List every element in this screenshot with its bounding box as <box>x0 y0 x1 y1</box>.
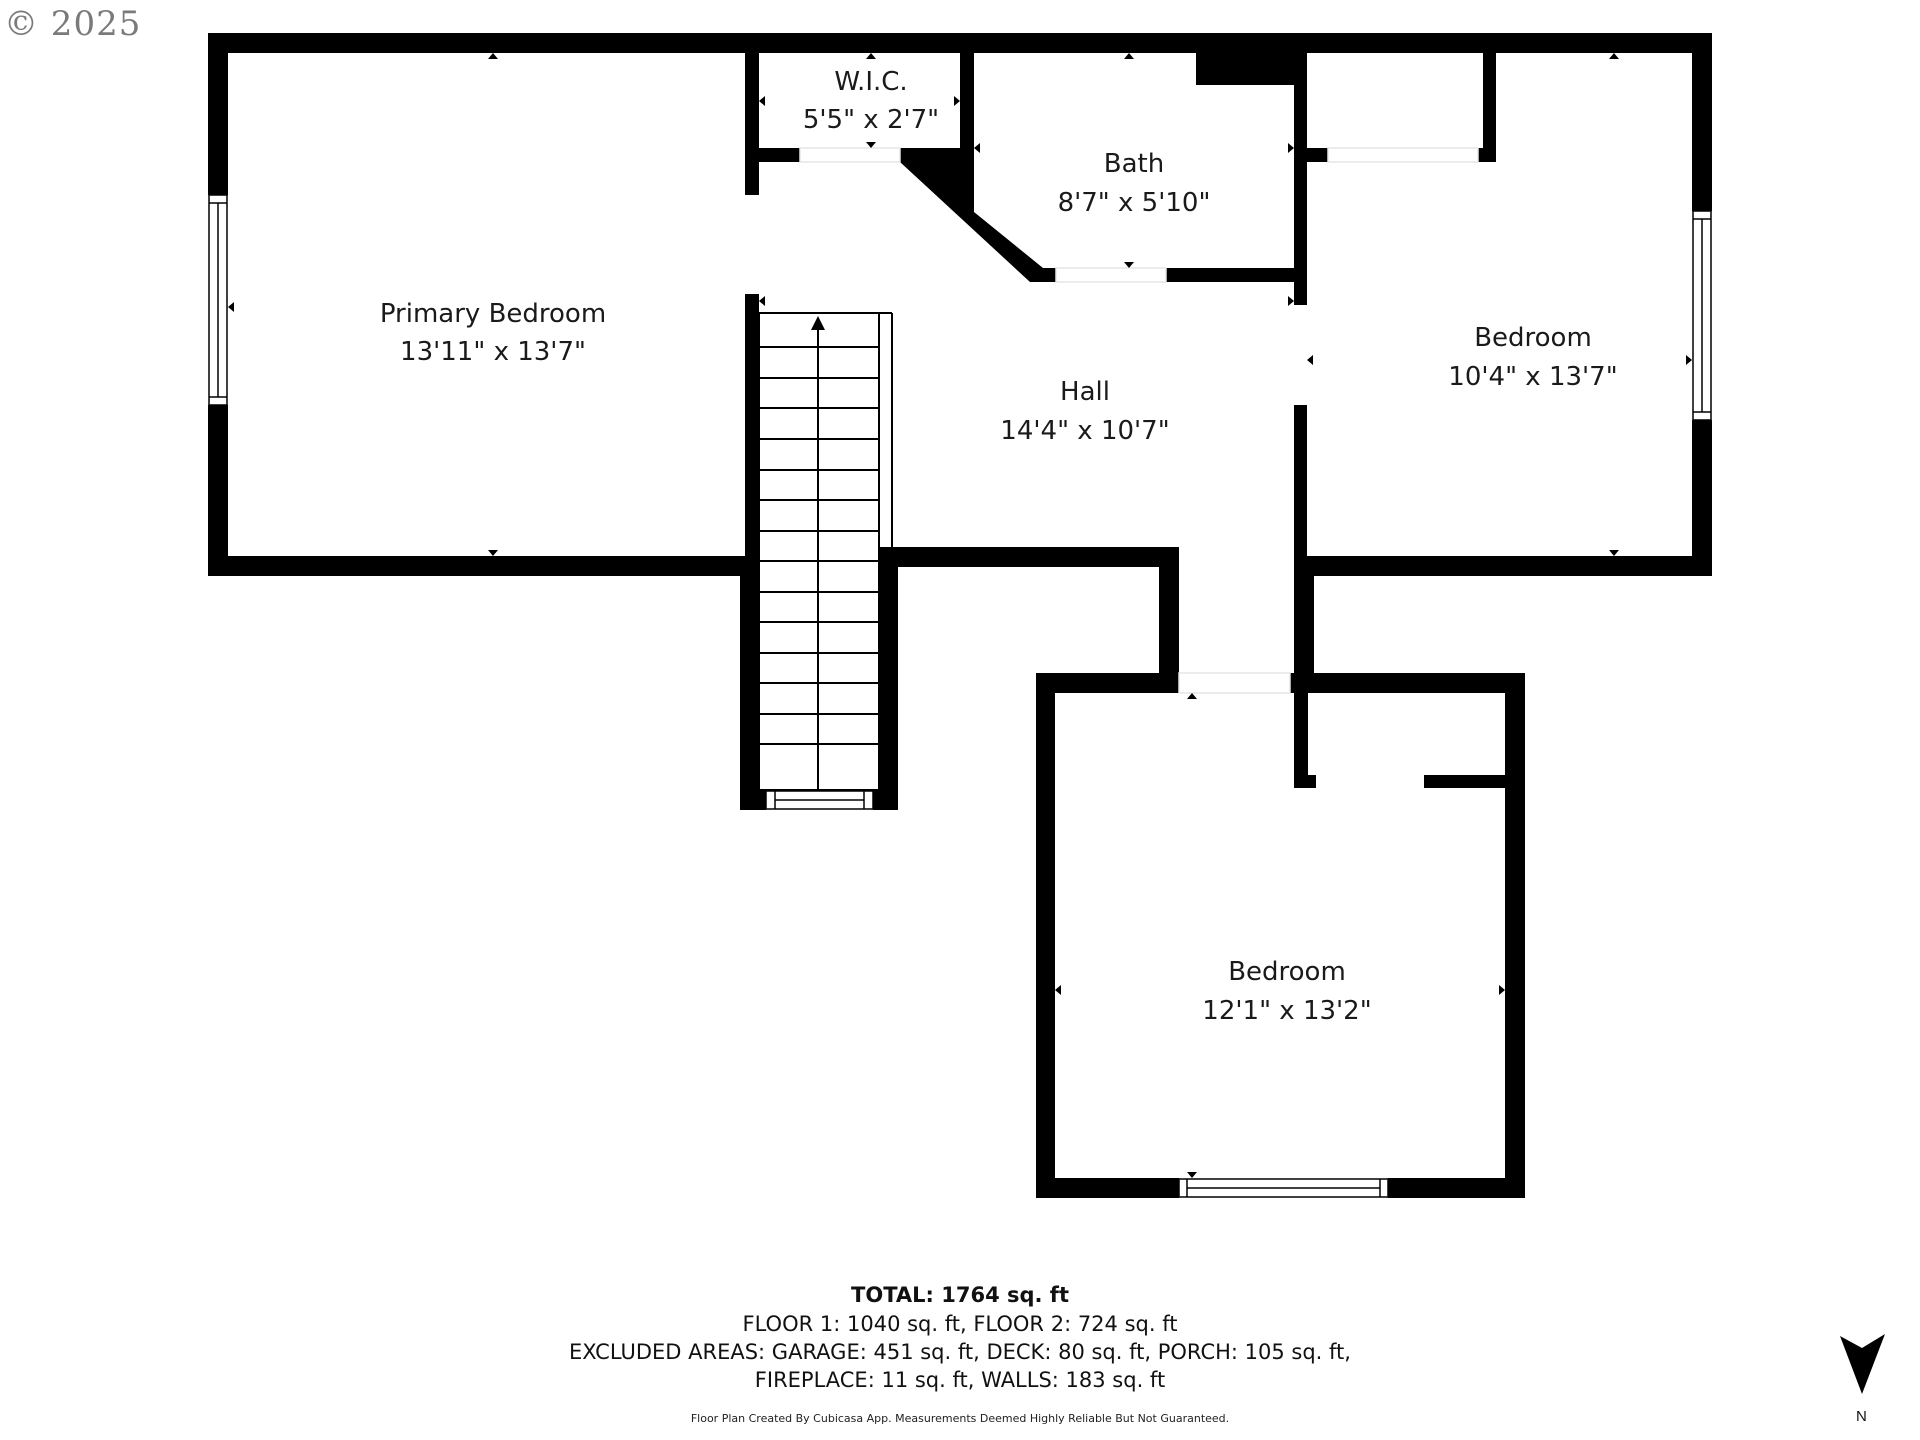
svg-text:Bedroom: Bedroom <box>1228 957 1346 987</box>
north-label: N <box>1856 1408 1867 1425</box>
svg-text:Bath: Bath <box>1104 149 1164 179</box>
svg-text:10'4" x 13'7": 10'4" x 13'7" <box>1448 362 1617 392</box>
room-label-bath: Bath 8'7" x 5'10" <box>1058 149 1211 218</box>
window-south-bedroom <box>1178 1178 1389 1198</box>
staircase <box>758 312 893 791</box>
room-label-bedroom-east: Bedroom 10'4" x 13'7" <box>1448 323 1617 392</box>
svg-text:8'7" x 5'10": 8'7" x 5'10" <box>1058 188 1211 218</box>
svg-text:12'1" x 13'2": 12'1" x 13'2" <box>1202 996 1371 1026</box>
room-label-bedroom-south: Bedroom 12'1" x 13'2" <box>1202 957 1371 1026</box>
dimension-markers <box>228 53 1692 1178</box>
window-primary-west <box>208 194 228 406</box>
room-label-hall: Hall 14'4" x 10'7" <box>1000 377 1169 446</box>
window-stair-bottom <box>765 790 874 810</box>
svg-text:Hall: Hall <box>1060 377 1110 407</box>
svg-text:Primary Bedroom: Primary Bedroom <box>380 299 606 329</box>
walls <box>208 33 1712 1198</box>
excluded-areas-line-2: FIREPLACE: 11 sq. ft, WALLS: 183 sq. ft <box>754 1368 1166 1392</box>
floor-areas: FLOOR 1: 1040 sq. ft, FLOOR 2: 724 sq. f… <box>742 1312 1178 1336</box>
excluded-areas-line-1: EXCLUDED AREAS: GARAGE: 451 sq. ft, DECK… <box>569 1340 1351 1364</box>
window-east-bedroom <box>1692 210 1712 421</box>
room-label-wic: W.I.C. 5'5" x 2'7" <box>803 67 939 135</box>
svg-text:5'5" x 2'7": 5'5" x 2'7" <box>803 105 939 135</box>
north-arrow-icon <box>1840 1334 1885 1394</box>
room-label-primary-bedroom: Primary Bedroom 13'11" x 13'7" <box>380 299 606 367</box>
copyright-watermark: © 2025 <box>4 4 142 44</box>
svg-text:13'11" x 13'7": 13'11" x 13'7" <box>400 337 586 367</box>
disclaimer: Floor Plan Created By Cubicasa App. Meas… <box>690 1412 1230 1425</box>
stair-direction-arrow-icon <box>811 316 825 330</box>
svg-text:14'4" x 10'7": 14'4" x 10'7" <box>1000 416 1169 446</box>
total-area: TOTAL: 1764 sq. ft <box>851 1283 1069 1307</box>
door-openings <box>799 147 1479 694</box>
windows <box>208 194 1712 1198</box>
svg-text:W.I.C.: W.I.C. <box>834 67 907 97</box>
svg-text:Bedroom: Bedroom <box>1474 323 1592 353</box>
